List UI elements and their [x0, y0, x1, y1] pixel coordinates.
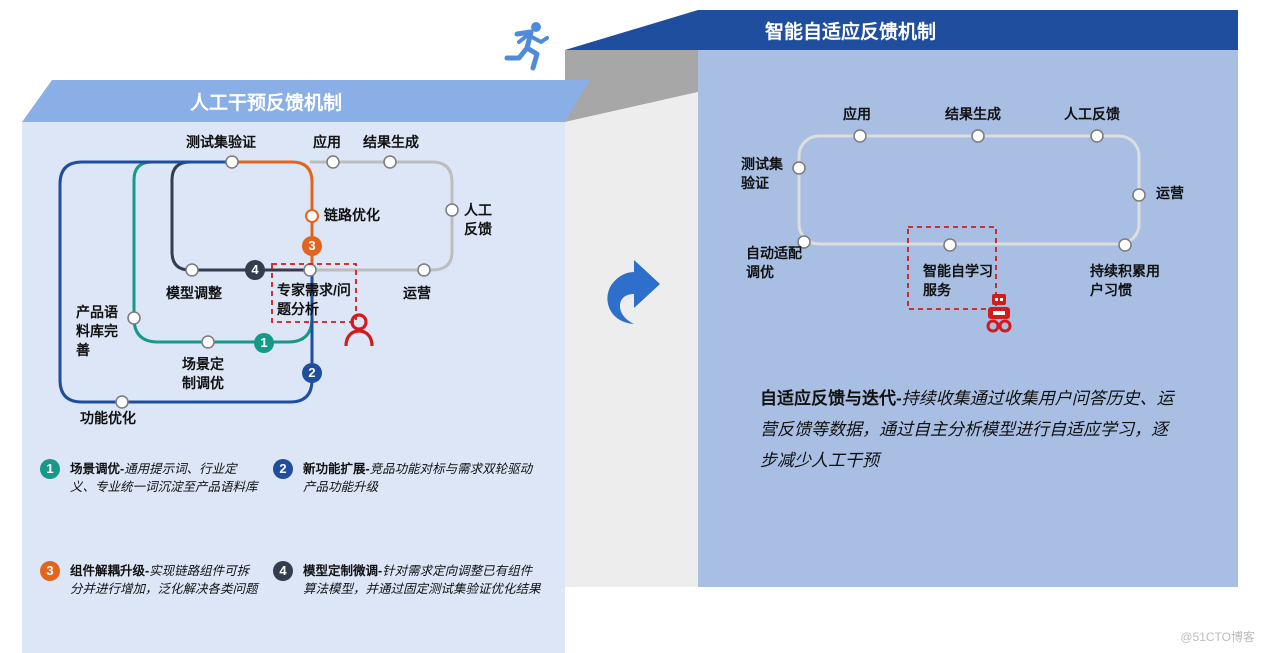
label-human-feedback: 人工反馈: [464, 202, 492, 237]
right-panel-body: [698, 50, 1238, 587]
left-panel-body: [22, 122, 565, 653]
right-flow-diagram: [792, 129, 1146, 310]
route-badge-1: 1: [254, 333, 274, 353]
label-func: 功能优化: [80, 410, 136, 426]
person-icon: [344, 313, 374, 347]
r-label-test-set: 测试集验证: [741, 156, 783, 191]
connector-side: [565, 92, 698, 587]
r-station-result: [971, 129, 985, 143]
curved-arrow-icon: [607, 260, 660, 324]
label-expert: 专家需求/问题分析: [277, 282, 351, 317]
station-func: [115, 395, 129, 409]
legend-text-1: 场景调优-通用提示词、行业定义、专业统一词沉淀至产品语料库: [70, 462, 258, 494]
station-result: [383, 155, 397, 169]
left-flow-diagram: [58, 155, 459, 409]
green-route: [132, 160, 314, 344]
robot-icon: [986, 294, 1012, 333]
r-label-ops: 运营: [1156, 185, 1184, 201]
route-badge-2: 2: [302, 363, 322, 383]
connector-top: [565, 50, 698, 122]
r-station-test-set: [792, 161, 806, 175]
legend-badge-1: 1: [40, 459, 60, 479]
route-badge-3: 3: [302, 236, 322, 256]
r-label-auto-tune: 自动适配调优: [746, 245, 802, 280]
label-apply: 应用: [313, 134, 341, 150]
route-badge-4: 4: [245, 260, 265, 280]
left-title-band: [22, 80, 590, 122]
station-scene: [201, 335, 215, 349]
expert-highlight-box: [271, 263, 357, 323]
right-title-band: [698, 22, 1238, 50]
label-ops: 运营: [403, 285, 431, 301]
station-human: [445, 203, 459, 217]
legend-text-3: 组件解耦升级-实现链路组件可拆分并进行增加，泛化解决各类问题: [70, 564, 258, 596]
watermark: @51CTO博客: [1180, 630, 1255, 644]
label-result: 结果生成: [363, 134, 419, 150]
legend-badge-4: 4: [273, 561, 293, 581]
legend-text-2: 新功能扩展-竞品功能对标与需求双轮驱动产品功能升级: [303, 462, 533, 494]
station-test-set: [225, 155, 239, 169]
label-chain-opt: 链路优化: [324, 207, 380, 223]
r-station-ops: [1132, 188, 1146, 202]
r-station-auto-tune: [797, 235, 811, 249]
r-label-result: 结果生成: [945, 106, 1001, 122]
station-expert: [303, 263, 317, 277]
runner-icon: [504, 22, 549, 71]
r-station-habit: [1118, 238, 1132, 252]
r-label-apply: 应用: [843, 106, 871, 122]
right-panel-title: 智能自适应反馈机制: [765, 22, 937, 43]
station-apply: [326, 155, 340, 169]
self-learn-highlight-box: [907, 226, 997, 310]
r-label-self-learn: 智能自学习服务: [923, 263, 993, 298]
left-panel-title: 人工干预反馈机制: [190, 93, 343, 114]
label-model-adjust: 模型调整: [166, 285, 222, 301]
station-ops: [417, 263, 431, 277]
dark-route: [170, 160, 312, 272]
station-chain: [305, 209, 319, 223]
legend-text-4: 模型定制微调-针对需求定向调整已有组件算法模型，并通过固定测试集验证优化结果: [303, 564, 541, 596]
label-test-set: 测试集验证: [186, 134, 256, 150]
station-model-adjust: [185, 263, 199, 277]
r-station-self-learn: [943, 238, 957, 252]
legend-badge-2: 2: [273, 459, 293, 479]
orange-route: [232, 160, 314, 270]
legend-badge-3: 3: [40, 561, 60, 581]
r-station-apply: [853, 129, 867, 143]
right-title-band-slant: [565, 10, 1238, 50]
station-corpus: [127, 311, 141, 325]
right-summary: 自适应反馈与迭代-持续收集通过收集用户问答历史、运营反馈等数据，通过自主分析模型…: [760, 389, 1174, 470]
r-label-habit: 持续积累用户习惯: [1090, 263, 1160, 298]
label-corpus: 产品语料库完善: [76, 304, 118, 358]
gray-loop: [797, 134, 1141, 246]
r-label-human: 人工反馈: [1064, 106, 1120, 122]
r-station-human: [1090, 129, 1104, 143]
blue-route: [58, 160, 314, 404]
gray-route: [310, 160, 454, 272]
label-scene: 场景定制调优: [182, 356, 224, 391]
